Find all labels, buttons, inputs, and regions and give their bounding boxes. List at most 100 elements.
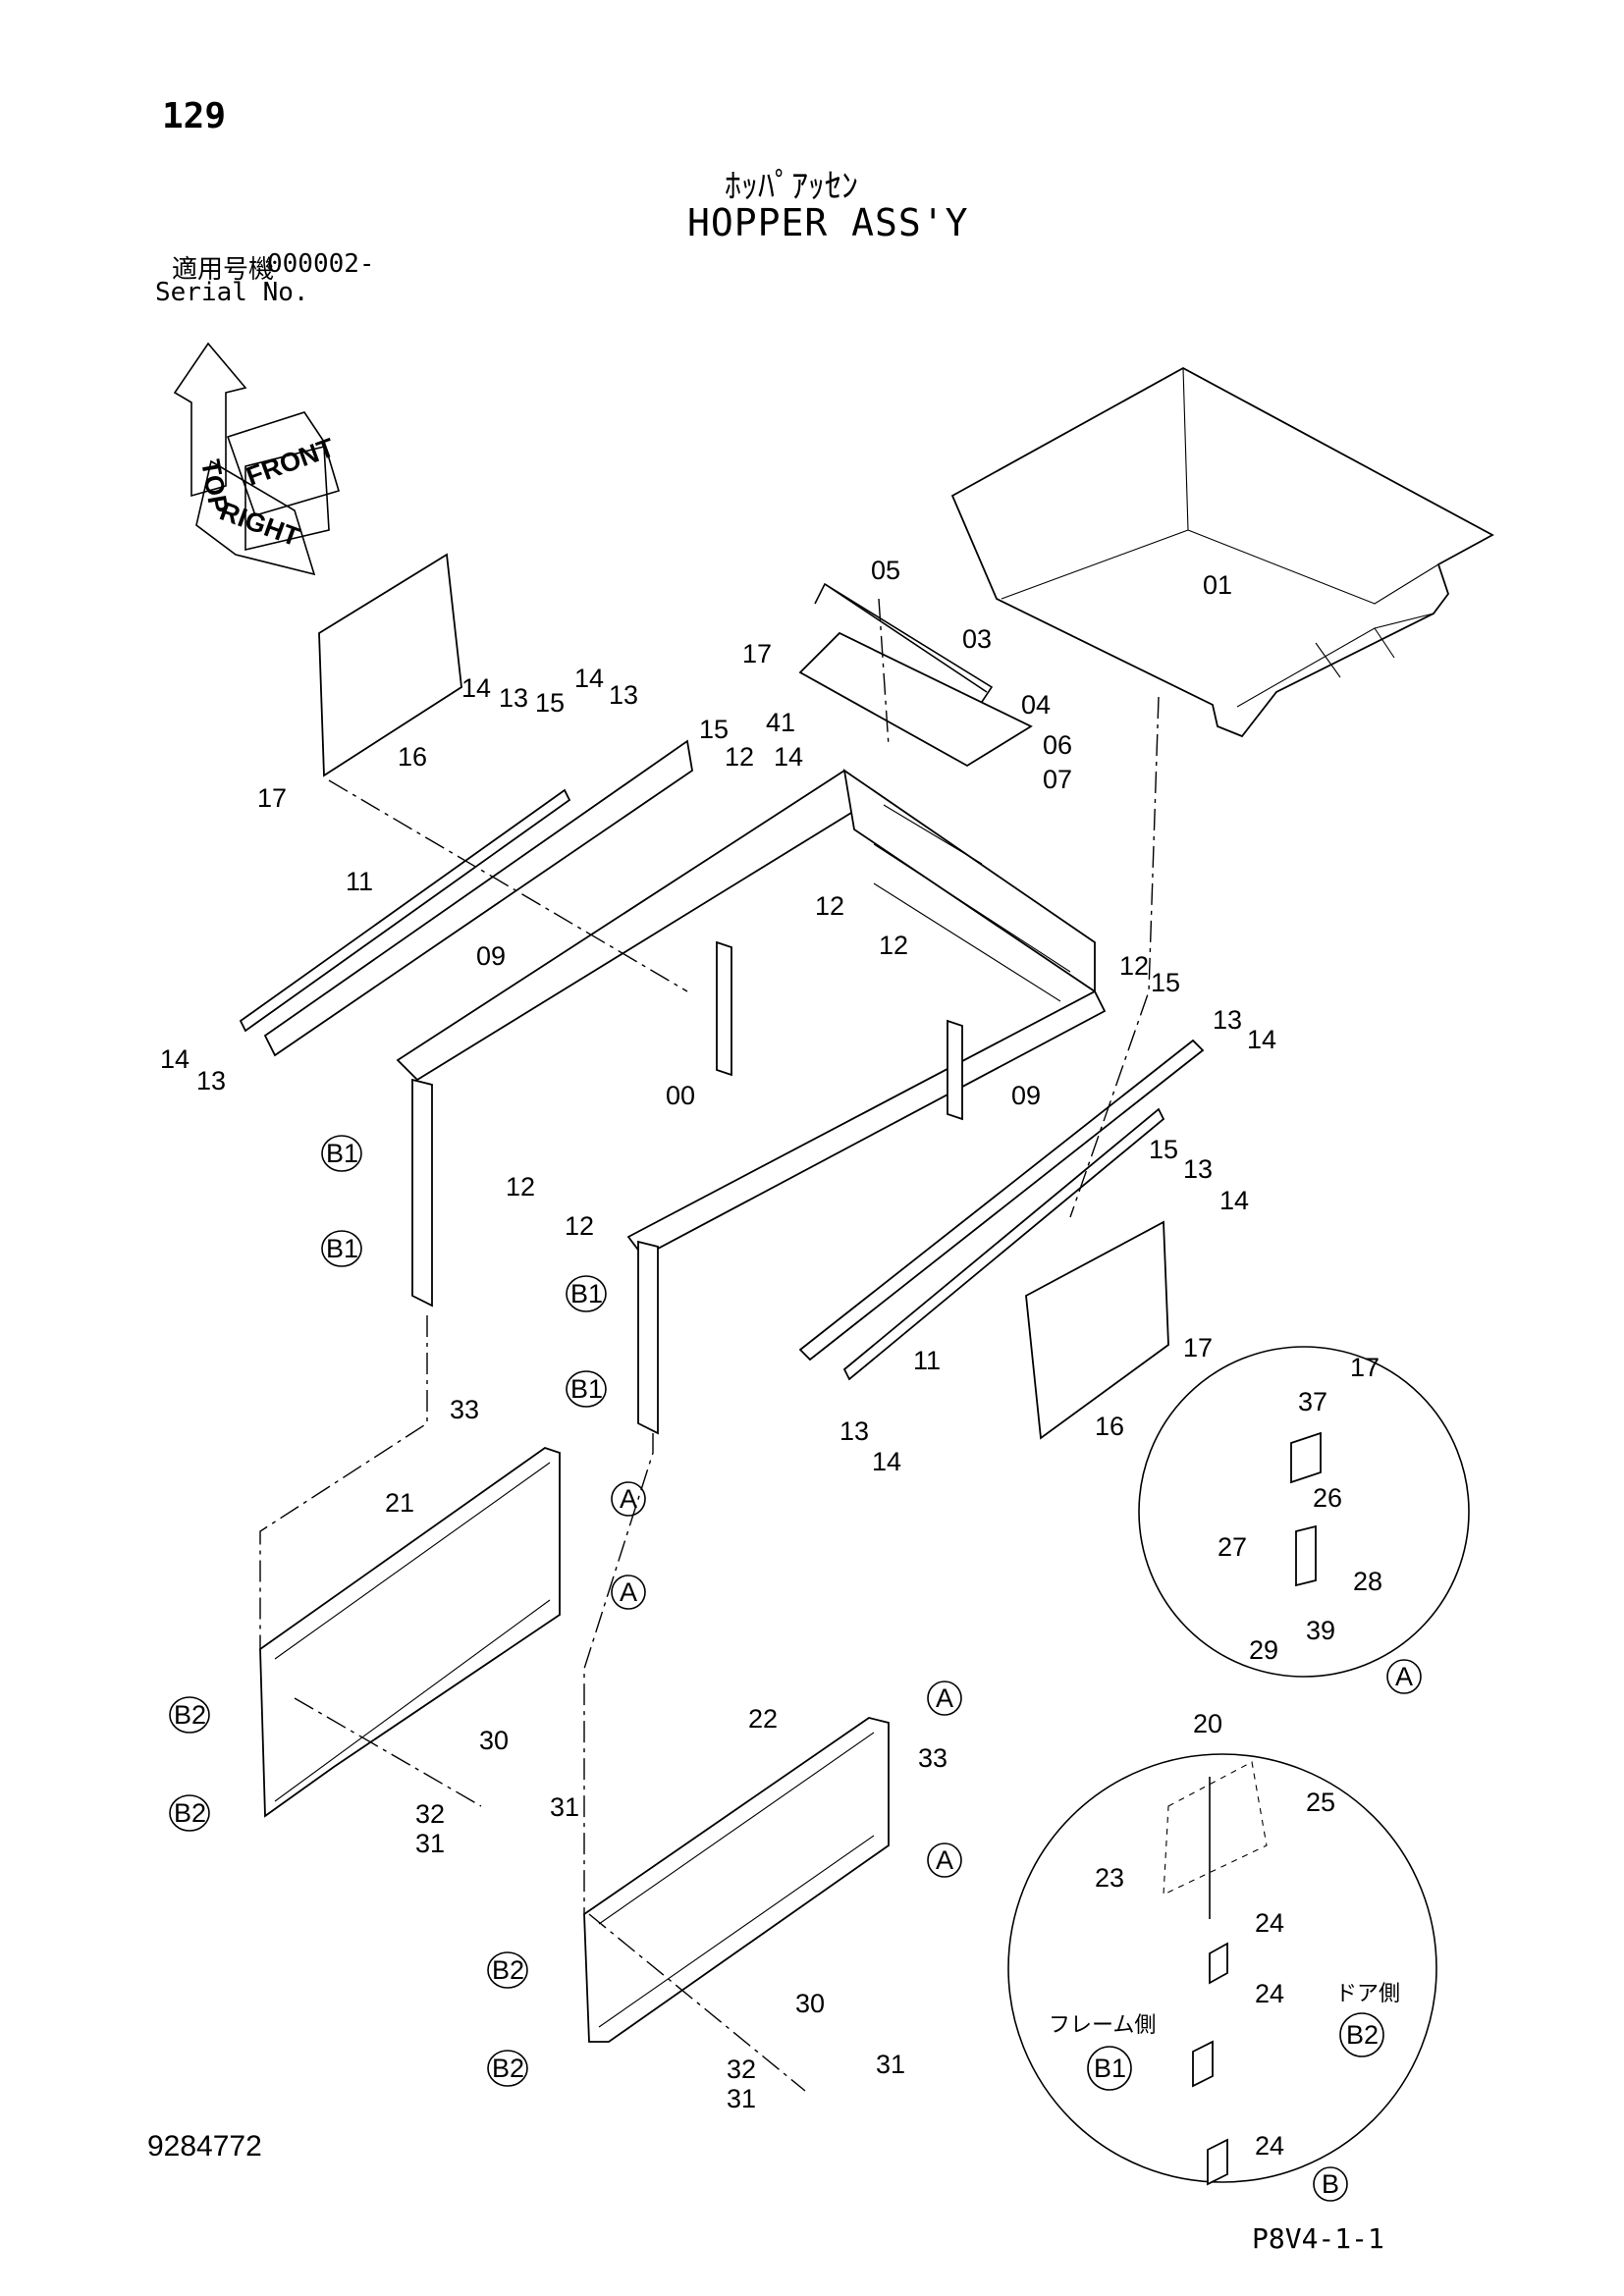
svg-text:24: 24	[1255, 1979, 1284, 2008]
callout-12: 12	[565, 1211, 594, 1241]
callout-14: 14	[1219, 1186, 1249, 1215]
callout-13: 13	[499, 683, 528, 713]
callout-15: 15	[1149, 1135, 1178, 1164]
callout-06: 06	[1043, 730, 1072, 760]
detail-a-callouts: 17 37 26 27 28 29 39 A	[1218, 1353, 1422, 1694]
callout-17: 17	[257, 783, 287, 813]
callout-13: 13	[609, 680, 638, 710]
callout-16: 16	[398, 742, 427, 772]
svg-text:B2: B2	[492, 1955, 524, 1985]
callout-30: 30	[479, 1726, 509, 1755]
callout-12: 12	[815, 891, 844, 921]
svg-text:29: 29	[1249, 1635, 1278, 1665]
callout-14: 14	[574, 664, 604, 693]
document-number: 9284772	[147, 2130, 262, 2163]
callout-17: 17	[1183, 1333, 1213, 1362]
badge-a: A	[927, 1842, 962, 1878]
detail-b-circle	[1007, 1753, 1437, 2183]
svg-text:17: 17	[1350, 1353, 1380, 1382]
svg-text:A: A	[620, 1577, 637, 1607]
callout-00: 00	[666, 1081, 695, 1110]
callout-14: 14	[1247, 1025, 1276, 1054]
svg-text:B1: B1	[1094, 2054, 1126, 2083]
svg-text:B1: B1	[570, 1279, 603, 1308]
callout-31: 31	[415, 1829, 445, 1858]
callout-13: 13	[1213, 1005, 1242, 1035]
badge-b1: B1	[566, 1370, 607, 1408]
svg-text:25: 25	[1306, 1788, 1335, 1817]
callout-12: 12	[1119, 951, 1149, 981]
badge-a: A	[611, 1481, 646, 1517]
serial-label-japanese: 適用号機	[172, 255, 275, 285]
main-frame	[396, 769, 1107, 1435]
svg-text:24: 24	[1255, 1908, 1284, 1938]
detail-b-callouts: 20 25 23 24 24 24 ドア側 フレーム側 B2 B1 B	[1049, 1709, 1400, 2202]
callout-31: 31	[727, 2084, 756, 2113]
page-number: 129	[162, 96, 227, 136]
callout-31: 31	[550, 1792, 579, 1822]
svg-text:A: A	[936, 1683, 953, 1713]
svg-text:A: A	[1395, 1662, 1413, 1691]
badge-b2: B2	[487, 1951, 528, 1989]
callout-33: 33	[450, 1395, 479, 1424]
badge-b1: B1	[321, 1230, 362, 1267]
svg-text:24: 24	[1255, 2131, 1284, 2161]
top-plate	[798, 582, 1033, 768]
badge-b1: B1	[566, 1275, 607, 1312]
callout-11: 11	[913, 1346, 941, 1375]
svg-text:B: B	[1322, 2169, 1339, 2199]
svg-text:A: A	[936, 1845, 953, 1875]
svg-text:B2: B2	[174, 1798, 206, 1828]
callout-41: 41	[766, 708, 795, 737]
door-side-label: ドア側	[1335, 1982, 1400, 2006]
callout-30: 30	[795, 1989, 825, 2018]
callout-14: 14	[160, 1044, 189, 1074]
hopper-body	[950, 366, 1494, 738]
callout-32: 32	[727, 2055, 756, 2084]
callout-15: 15	[535, 688, 565, 718]
title-japanese: ﾎｯﾊﾟｱｯｾﾝ	[725, 167, 858, 206]
callout-22: 22	[748, 1704, 778, 1734]
callout-13: 13	[839, 1416, 869, 1446]
svg-text:B1: B1	[326, 1234, 358, 1263]
callout-12: 12	[506, 1172, 535, 1201]
page-title: HOPPER ASS'Y	[687, 201, 969, 244]
drawing-code: P8V4-1-1	[1252, 2222, 1384, 2255]
callout-05: 05	[871, 556, 900, 585]
side-panel-left	[318, 553, 462, 777]
callout-15: 15	[699, 715, 729, 744]
callout-09: 09	[476, 941, 506, 971]
svg-text:20: 20	[1193, 1709, 1222, 1738]
serial-number-value: 000002-	[267, 249, 375, 279]
badge-a: A	[611, 1575, 646, 1610]
callout-11: 11	[346, 867, 373, 896]
callout-17: 17	[742, 639, 772, 668]
svg-text:B1: B1	[326, 1139, 358, 1168]
svg-text:28: 28	[1353, 1567, 1382, 1596]
svg-text:27: 27	[1218, 1532, 1247, 1562]
assembly-lines	[259, 598, 1160, 2092]
reference-badges: B1 B1 B1 B1 B2 B2 B2 B2 A A A A	[169, 1135, 962, 2087]
svg-text:B2: B2	[1346, 2020, 1379, 2050]
svg-text:39: 39	[1306, 1616, 1335, 1645]
callout-31: 31	[876, 2050, 905, 2079]
frame-side-label: フレーム側	[1049, 2013, 1156, 2038]
callout-14: 14	[774, 742, 803, 772]
orientation-front-label: FRONT	[243, 432, 339, 491]
door-right	[583, 1717, 890, 2043]
svg-text:23: 23	[1095, 1863, 1124, 1893]
svg-text:26: 26	[1313, 1483, 1342, 1513]
callout-04: 04	[1021, 690, 1051, 720]
callout-21: 21	[385, 1488, 414, 1518]
badge-b2: B2	[487, 2050, 528, 2087]
callout-12: 12	[725, 742, 754, 772]
door-left	[259, 1447, 561, 1818]
side-panel-right	[1025, 1220, 1169, 1440]
callout-33: 33	[918, 1743, 947, 1773]
detail-a-circle	[1138, 1346, 1470, 1678]
detail-a-hinge	[1290, 1431, 1322, 1587]
callout-15: 15	[1151, 968, 1180, 997]
svg-text:37: 37	[1298, 1387, 1327, 1416]
badge-b1: B1	[321, 1135, 362, 1172]
